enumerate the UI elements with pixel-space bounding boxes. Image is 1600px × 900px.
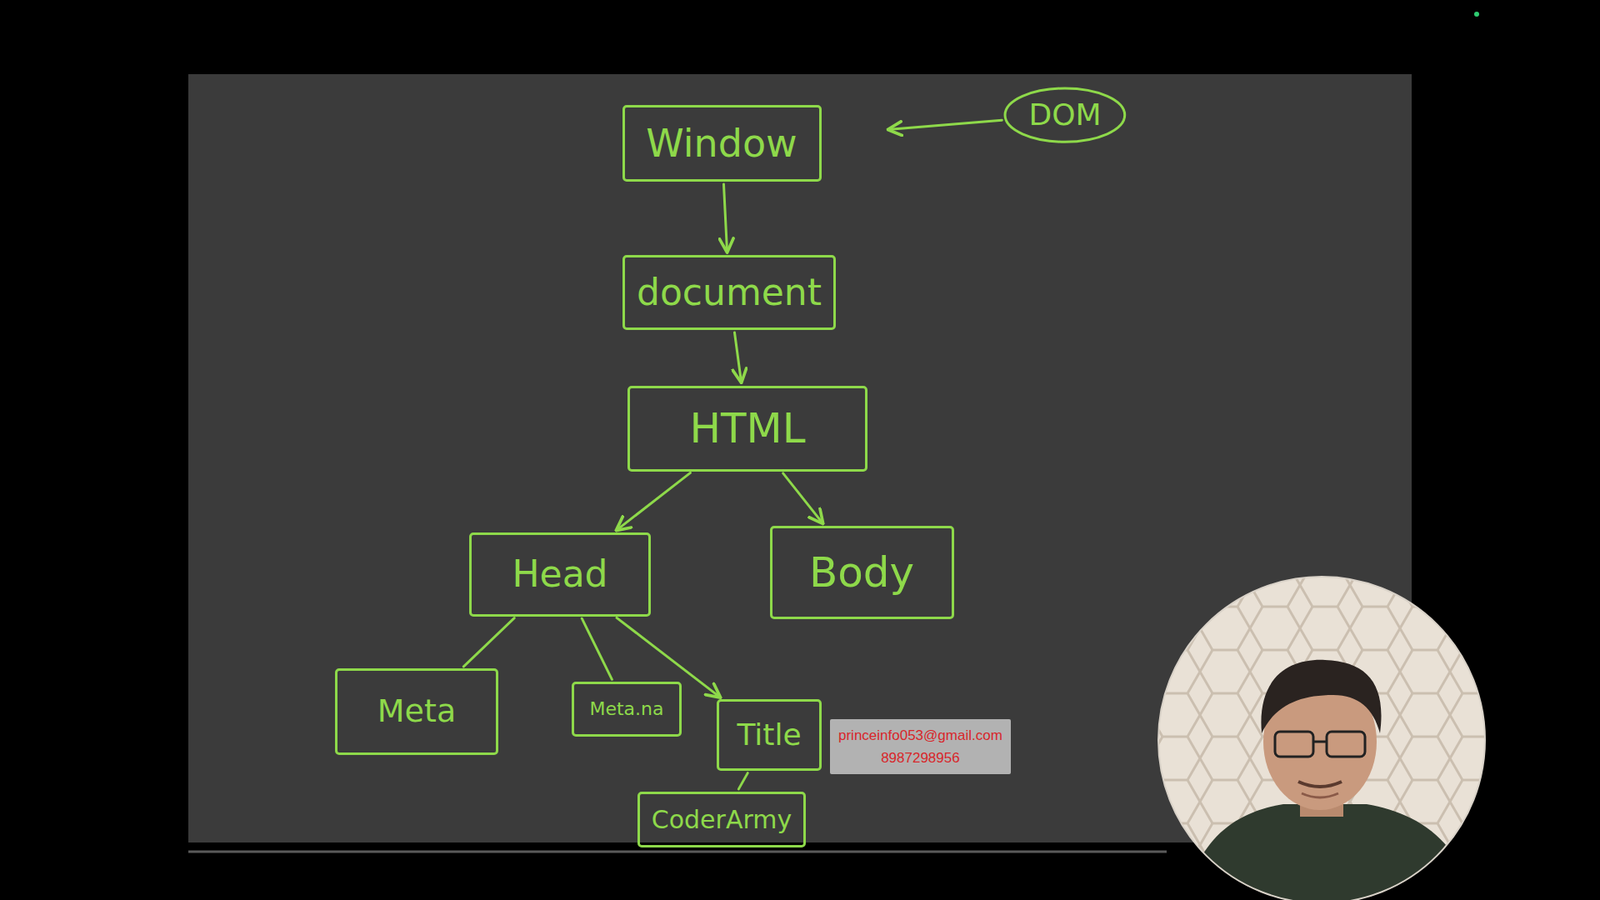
connector-arrow xyxy=(616,617,721,698)
process-box: Body xyxy=(770,525,955,620)
node-label: Body xyxy=(809,550,915,596)
process-box: Head xyxy=(469,532,651,617)
node-label: DOM xyxy=(1028,98,1101,132)
process-box: CoderArmy xyxy=(637,791,806,848)
node-label: CoderArmy xyxy=(651,805,792,834)
node-label: Window xyxy=(645,122,797,165)
node-label: Meta.na xyxy=(589,699,664,720)
process-box: Window xyxy=(622,105,822,182)
process-box: document xyxy=(622,255,836,330)
watermark: princeinfo053@gmail.com8987298956 xyxy=(830,719,1011,775)
watermark-text: 8987298956 xyxy=(838,746,1003,770)
node-label: Head xyxy=(511,554,608,595)
connector-arrow xyxy=(887,120,1002,130)
node-label: HTML xyxy=(689,405,805,452)
board-edge xyxy=(188,850,1167,854)
webcam-frame xyxy=(1158,576,1485,900)
connector-line xyxy=(581,618,612,680)
webcam-image xyxy=(1150,566,1500,900)
node-label: Meta xyxy=(377,694,456,730)
connector-arrow xyxy=(783,473,824,525)
node-label: Title xyxy=(736,718,801,752)
process-box: Meta.na xyxy=(571,681,682,737)
connector-arrow xyxy=(734,332,741,384)
watermark-text: princeinfo053@gmail.com xyxy=(838,724,1003,747)
connector-arrow xyxy=(615,472,690,530)
connector-line xyxy=(738,773,748,790)
process-box: Meta xyxy=(335,668,499,755)
process-box: Title xyxy=(716,699,822,771)
status-dot xyxy=(1474,11,1480,17)
process-box: HTML xyxy=(627,385,868,472)
board-ground xyxy=(188,74,1412,843)
callout-ellipse: DOM xyxy=(1003,86,1127,144)
connector-arrow xyxy=(723,184,727,253)
node-label: document xyxy=(636,272,822,313)
connector-line xyxy=(463,618,515,667)
ellipse-outline-path xyxy=(1005,88,1125,142)
